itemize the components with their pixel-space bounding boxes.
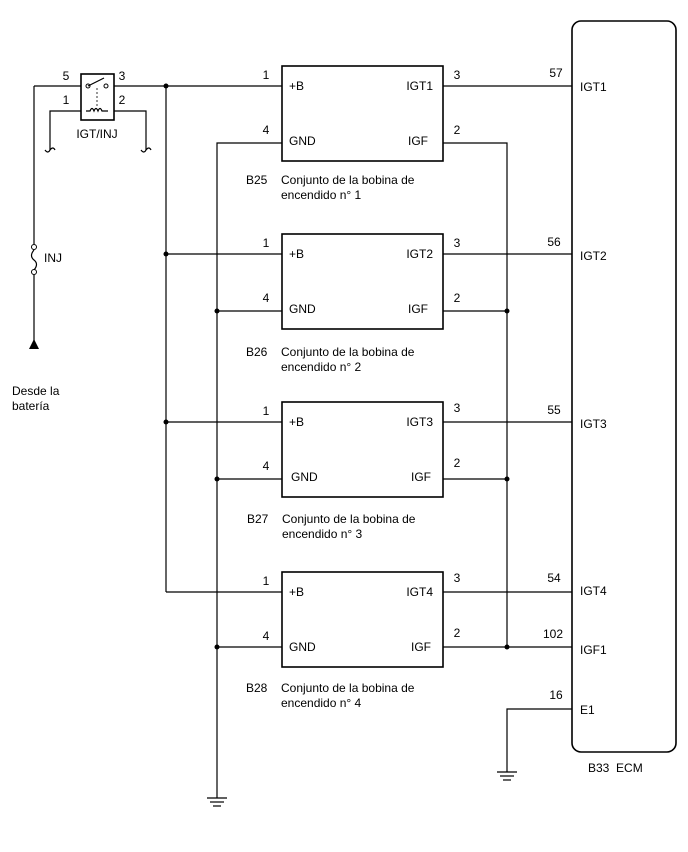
coil-pin-label-igf: IGF bbox=[411, 470, 431, 484]
battery-source-line1: Desde la bbox=[12, 384, 60, 398]
coil-pin-num: 1 bbox=[263, 68, 270, 82]
coil-code: B28 bbox=[246, 681, 268, 695]
coil-b28: +B GND IGT4 IGF 1 4 3 2 B28 Conjunto de … bbox=[246, 571, 461, 710]
coil-pin-num: 1 bbox=[263, 574, 270, 588]
coil-pin-label-igt: IGT4 bbox=[406, 585, 433, 599]
coil-body bbox=[281, 401, 444, 498]
coil-pin-label-igf: IGF bbox=[408, 302, 428, 316]
ecm-pin-num: 102 bbox=[543, 627, 563, 641]
coil-pin-num: 1 bbox=[263, 404, 270, 418]
relay-pin-1: 1 bbox=[63, 93, 70, 107]
coil-pin-num: 3 bbox=[454, 236, 461, 250]
coil-pin-label-igt: IGT1 bbox=[406, 79, 433, 93]
coil-pin-label-gnd: GND bbox=[291, 470, 318, 484]
relay-contact-right bbox=[103, 83, 109, 89]
relay-label: IGT/INJ bbox=[76, 127, 117, 141]
coil-b26: +B GND IGT2 IGF 1 4 3 2 B26 Conjunto de … bbox=[246, 233, 461, 374]
wire-relay-pin1-break bbox=[44, 147, 56, 153]
coil-body bbox=[281, 233, 444, 330]
fuse-label: INJ bbox=[44, 251, 62, 265]
ecm-pin-name: IGF1 bbox=[580, 643, 607, 657]
coil-pin-num: 4 bbox=[263, 123, 270, 137]
coil-pin-label-gnd: GND bbox=[289, 302, 316, 316]
wire-relay-pin2-break bbox=[140, 147, 152, 153]
ecm-pin-num: 16 bbox=[549, 688, 563, 702]
relay-pin-3: 3 bbox=[119, 69, 126, 83]
relay-igt-inj: 5 3 1 2 IGT/INJ bbox=[63, 69, 126, 141]
coil-b25: +B GND IGT1 IGF 1 4 3 2 B25 Conjunto de … bbox=[246, 65, 461, 202]
coil-desc-line1: Conjunto de la bobina de bbox=[282, 512, 416, 526]
coil-pin-num: 2 bbox=[454, 123, 461, 137]
coil-body bbox=[281, 571, 444, 668]
coil-pin-num: 3 bbox=[454, 571, 461, 585]
coil-pin-label-plus-b: +B bbox=[289, 415, 304, 429]
coil-pin-num: 3 bbox=[454, 401, 461, 415]
ecm-pin-name: E1 bbox=[580, 703, 595, 717]
wire-relay-pin1 bbox=[49, 110, 81, 150]
coil-pin-num: 4 bbox=[263, 291, 270, 305]
ecm-pin-name: IGT2 bbox=[580, 249, 607, 263]
relay-switch-arm bbox=[87, 77, 105, 87]
coil-desc-line2: encendido n° 1 bbox=[281, 188, 362, 202]
ecm-body bbox=[571, 20, 677, 753]
coil-pin-label-plus-b: +B bbox=[289, 247, 304, 261]
relay-pin-5: 5 bbox=[63, 69, 70, 83]
coil-pin-num: 2 bbox=[454, 626, 461, 640]
relay-coil bbox=[86, 107, 108, 113]
coil-pin-num: 4 bbox=[263, 459, 270, 473]
wire-relay-pin2 bbox=[114, 110, 147, 150]
coil-pin-label-gnd: GND bbox=[289, 640, 316, 654]
junction-dot bbox=[163, 83, 169, 89]
coil-desc-line2: encendido n° 4 bbox=[281, 696, 362, 710]
coil-pin-label-gnd: GND bbox=[289, 134, 316, 148]
wire-e1-ground bbox=[506, 708, 572, 772]
ecm-pin-num: 55 bbox=[547, 403, 561, 417]
battery-source-line2: batería bbox=[12, 399, 50, 413]
coil-code: B25 bbox=[246, 173, 268, 187]
ecm-pin-num: 57 bbox=[549, 66, 563, 80]
coil-pin-label-igt: IGT2 bbox=[406, 247, 433, 261]
ground-icon bbox=[497, 771, 517, 781]
ecm-pin-name: IGT3 bbox=[580, 417, 607, 431]
coil-desc-line2: encendido n° 3 bbox=[282, 527, 363, 541]
coil-pin-num: 3 bbox=[454, 68, 461, 82]
coil-desc-line1: Conjunto de la bobina de bbox=[281, 173, 415, 187]
coil-desc-line1: Conjunto de la bobina de bbox=[281, 345, 415, 359]
ecm-b33: 57 IGT1 56 IGT2 55 IGT3 54 IGT4 102 IGF1… bbox=[543, 20, 677, 775]
coil-b27: +B GND IGT3 IGF 1 4 3 2 B27 Conjunto de … bbox=[247, 401, 461, 541]
coil-pin-num: 2 bbox=[454, 291, 461, 305]
coil-pin-num: 4 bbox=[263, 629, 270, 643]
coil-pin-label-igf: IGF bbox=[411, 640, 431, 654]
ground-icon bbox=[207, 797, 227, 807]
ecm-pin-num: 56 bbox=[547, 235, 561, 249]
coil-pin-num: 2 bbox=[454, 456, 461, 470]
coil-pin-num: 1 bbox=[263, 236, 270, 250]
wire-gnd-bus bbox=[216, 142, 282, 798]
coil-body bbox=[281, 65, 444, 162]
coil-pin-label-igf: IGF bbox=[408, 134, 428, 148]
coil-pin-label-plus-b: +B bbox=[289, 585, 304, 599]
ecm-pin-name: IGT4 bbox=[580, 584, 607, 598]
wire-igf-bus bbox=[443, 142, 508, 647]
coil-pin-label-plus-b: +B bbox=[289, 79, 304, 93]
coil-code: B26 bbox=[246, 345, 268, 359]
coil-code: B27 bbox=[247, 512, 269, 526]
coil-desc-line1: Conjunto de la bobina de bbox=[281, 681, 415, 695]
ecm-pin-name: IGT1 bbox=[580, 80, 607, 94]
relay-pin-2: 2 bbox=[119, 93, 126, 107]
ecm-label: B33 ECM bbox=[588, 761, 643, 775]
coil-pin-label-igt: IGT3 bbox=[406, 415, 433, 429]
coil-desc-line2: encendido n° 2 bbox=[281, 360, 362, 374]
ecm-pin-num: 54 bbox=[547, 571, 561, 585]
battery-arrow-icon bbox=[29, 339, 39, 349]
fuse-inj bbox=[30, 244, 38, 275]
